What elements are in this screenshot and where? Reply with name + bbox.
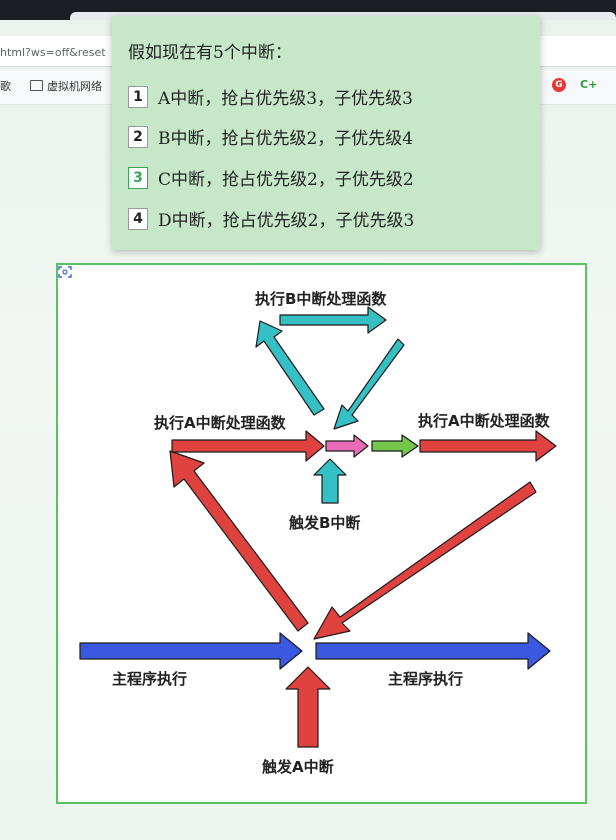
extension-icon-cplus[interactable]: C+ bbox=[580, 78, 598, 91]
folder-icon bbox=[30, 80, 43, 91]
diagram-arrows bbox=[79, 306, 557, 748]
label-trigger-b: 触发B中断 bbox=[289, 514, 361, 532]
option-2[interactable]: 2 B中断，抢占优先级2，子优先级4 bbox=[128, 124, 414, 149]
label-exec-a-left: 执行A中断处理函数 bbox=[154, 414, 286, 432]
trigger-b-arrow bbox=[313, 458, 347, 504]
option-text: D中断，抢占优先级2，子优先级3 bbox=[158, 211, 415, 231]
return-to-main-arrow bbox=[313, 481, 537, 640]
extension-icon-g[interactable]: G bbox=[552, 78, 566, 92]
priority-pink-arrow bbox=[325, 434, 369, 458]
option-text: C中断，抢占优先级2，子优先级2 bbox=[158, 170, 414, 190]
bookmark-item-2[interactable]: 虚拟机网络 bbox=[30, 78, 102, 94]
label-main-right: 主程序执行 bbox=[388, 670, 464, 688]
return-to-a-arrow bbox=[169, 450, 309, 632]
bookmark-label: 虚拟机网络 bbox=[47, 80, 102, 93]
exec-a-arrow-right bbox=[419, 430, 557, 462]
exec-b-arrow-up bbox=[255, 320, 325, 416]
option-1[interactable]: 1 A中断，抢占优先级3，子优先级3 bbox=[128, 84, 413, 109]
option-4[interactable]: 4 D中断，抢占优先级2，子优先级3 bbox=[128, 206, 415, 231]
question-popup: 假如现在有5个中断： 1 A中断，抢占优先级3，子优先级3 2 B中断，抢占优先级2… bbox=[112, 16, 540, 250]
interrupt-nesting-diagram: 执行B中断处理函数 执行A中断处理函数 执行A中断处理函数 触发B中断 主程序执… bbox=[56, 263, 587, 804]
bookmark-item-1[interactable]: 歌 bbox=[0, 80, 11, 93]
main-program-arrow-right bbox=[315, 632, 551, 670]
label-main-left: 主程序执行 bbox=[112, 670, 188, 688]
scan-icon[interactable] bbox=[58, 265, 72, 279]
label-exec-a-right: 执行A中断处理函数 bbox=[418, 412, 550, 430]
main-program-arrow-left bbox=[79, 632, 303, 670]
trigger-a-arrow bbox=[285, 666, 331, 748]
option-number: 1 bbox=[128, 85, 148, 108]
option-text: A中断，抢占优先级3，子优先级3 bbox=[158, 89, 413, 109]
option-text: B中断，抢占优先级2，子优先级4 bbox=[158, 129, 414, 149]
option-3[interactable]: 3 C中断，抢占优先级2，子优先级2 bbox=[128, 165, 414, 190]
exec-a-arrow-left bbox=[171, 430, 325, 462]
priority-green-arrow bbox=[371, 434, 419, 458]
label-exec-b: 执行B中断处理函数 bbox=[255, 290, 387, 308]
option-number: 4 bbox=[128, 207, 148, 230]
option-number-selected: 3 bbox=[128, 166, 148, 189]
label-trigger-a: 触发A中断 bbox=[262, 758, 334, 776]
url-text[interactable]: html?ws=off&reset bbox=[0, 46, 106, 59]
exec-b-arrow-down bbox=[333, 338, 405, 430]
question-intro: 假如现在有5个中断： bbox=[128, 43, 292, 63]
option-number: 2 bbox=[128, 125, 148, 148]
exec-b-arrow-top bbox=[279, 306, 387, 334]
